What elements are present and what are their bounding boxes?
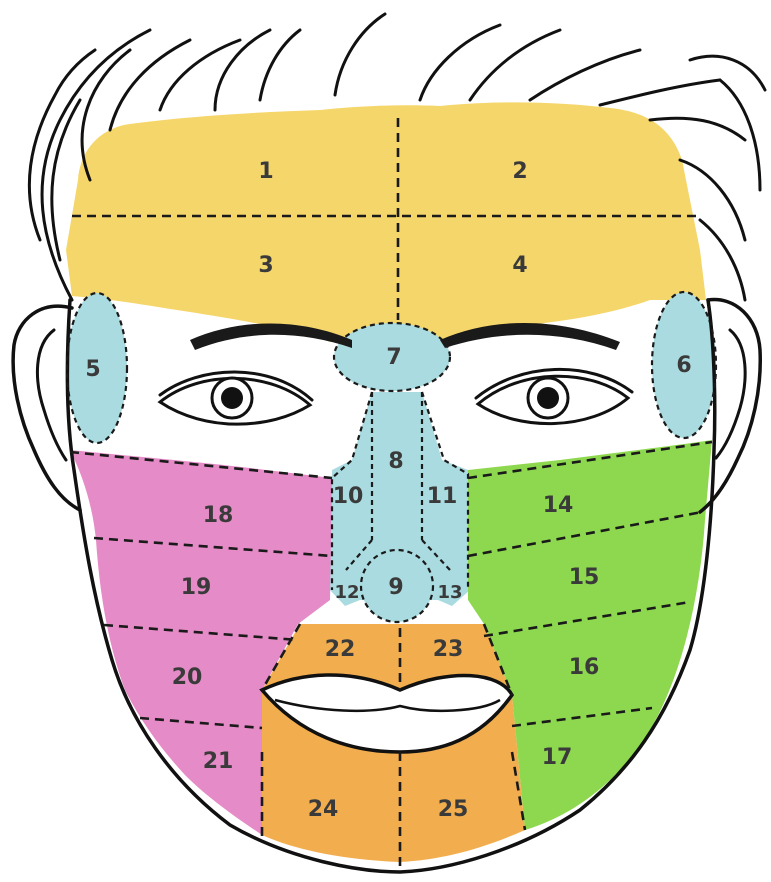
zone-label-9: 9 — [388, 575, 403, 600]
eye-right — [160, 372, 312, 424]
zone-label-21: 21 — [203, 749, 234, 774]
zone-label-12: 12 — [334, 582, 359, 603]
zone-label-3: 3 — [258, 253, 273, 278]
zone-label-7: 7 — [386, 345, 401, 370]
zone-label-4: 4 — [512, 253, 527, 278]
zone-label-13: 13 — [437, 582, 462, 603]
zone-label-11: 11 — [427, 484, 458, 509]
zone-label-18: 18 — [203, 503, 234, 528]
zone-label-24: 24 — [308, 797, 339, 822]
zone-label-2: 2 — [512, 159, 527, 184]
zone-label-8: 8 — [388, 449, 403, 474]
zone-label-10: 10 — [333, 484, 364, 509]
ear-left-inner — [716, 330, 745, 458]
zone-label-14: 14 — [543, 493, 574, 518]
zone-label-5: 5 — [85, 357, 100, 382]
zone-label-25: 25 — [438, 797, 469, 822]
zone-label-15: 15 — [569, 565, 600, 590]
zone-label-19: 19 — [181, 575, 212, 600]
zone-label-20: 20 — [172, 665, 203, 690]
eye-left — [476, 369, 632, 423]
zone-label-6: 6 — [676, 353, 691, 378]
forehead-region — [66, 102, 706, 342]
ear-right-inner — [37, 330, 66, 460]
zone-label-1: 1 — [258, 159, 273, 184]
zone-label-16: 16 — [569, 655, 600, 680]
zone-label-22: 22 — [325, 637, 356, 662]
zone-label-17: 17 — [542, 745, 573, 770]
zone-label-23: 23 — [433, 637, 464, 662]
